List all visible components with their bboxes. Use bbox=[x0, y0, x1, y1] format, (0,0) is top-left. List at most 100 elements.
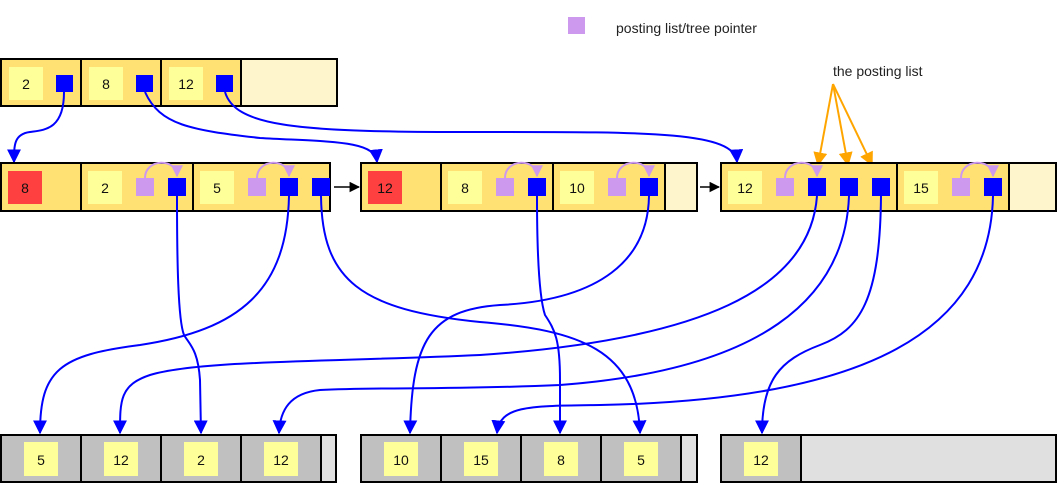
key-cell bbox=[88, 171, 122, 204]
tid-pointer bbox=[312, 178, 330, 196]
legend: posting list/tree pointer bbox=[568, 17, 757, 36]
root-entry: 12 bbox=[169, 67, 233, 100]
key-label: 12 bbox=[737, 180, 753, 196]
child-pointer bbox=[136, 75, 153, 92]
high-key-label: 12 bbox=[377, 180, 393, 196]
heap-page-1: 5 12 2 12 bbox=[0, 434, 337, 483]
key-label: 8 bbox=[102, 76, 110, 92]
key-label: 2 bbox=[101, 180, 109, 196]
posting-pointer bbox=[136, 178, 154, 196]
root-entry: 8 bbox=[89, 67, 153, 100]
tid-pointer bbox=[872, 178, 890, 196]
edge-to-heap-tuple bbox=[403, 195, 650, 435]
key-cell bbox=[200, 171, 234, 204]
key-label: 10 bbox=[569, 180, 585, 196]
high-key-cell bbox=[8, 171, 42, 204]
posting-link-arrow bbox=[784, 161, 823, 179]
posting-link-arrow bbox=[960, 161, 999, 179]
root-empty-slot bbox=[240, 58, 338, 107]
tuple-edges bbox=[33, 195, 994, 435]
key-cell bbox=[89, 67, 123, 100]
key-label: 2 bbox=[22, 76, 30, 92]
inner-node-2: 12 8 10 bbox=[360, 161, 698, 212]
heap-tuple-value: 5 bbox=[637, 452, 645, 468]
posting-link-arrow bbox=[256, 161, 295, 179]
annotation-arrow-1 bbox=[813, 83, 834, 167]
inner-node-3: 12 15 bbox=[720, 161, 1057, 212]
inner-node-1: 8 2 5 bbox=[0, 161, 331, 212]
annotation-label: the posting list bbox=[833, 63, 923, 79]
heap-empty-space bbox=[680, 434, 698, 483]
posting-pointer bbox=[248, 178, 266, 196]
edge-root-to-node-2 bbox=[144, 91, 383, 164]
root-entry: 2 bbox=[9, 67, 73, 100]
heap-tuple-value: 10 bbox=[393, 452, 409, 468]
heap-tuple bbox=[384, 442, 418, 476]
heap-tuple-value: 12 bbox=[113, 452, 129, 468]
tid-pointer bbox=[280, 178, 298, 196]
edge-root-to-node-1 bbox=[7, 91, 65, 164]
edge-to-heap-tuple bbox=[33, 195, 290, 435]
tid-pointer bbox=[984, 178, 1002, 196]
heap-tuple bbox=[104, 442, 138, 476]
heap-tuple bbox=[544, 442, 578, 476]
edge-to-heap-tuple bbox=[113, 195, 818, 435]
key-cell bbox=[728, 171, 762, 204]
heap-empty-space bbox=[320, 434, 337, 483]
heap-page-2: 10 15 8 5 bbox=[360, 434, 698, 483]
edge-to-heap-tuple bbox=[536, 195, 567, 435]
heap-tuple-value: 15 bbox=[473, 452, 489, 468]
posting-pointer bbox=[608, 178, 626, 196]
root-node: 2 8 12 bbox=[0, 58, 338, 107]
edge-to-heap-tuple bbox=[491, 195, 994, 435]
child-pointer bbox=[56, 75, 73, 92]
key-label: 12 bbox=[178, 76, 194, 92]
annotation-arrow-3 bbox=[832, 83, 873, 167]
edge-to-heap-tuple bbox=[755, 195, 882, 435]
tid-pointer bbox=[840, 178, 858, 196]
heap-tuple bbox=[24, 442, 58, 476]
posting-pointer bbox=[952, 178, 970, 196]
heap-tuple bbox=[264, 442, 298, 476]
edge-to-heap-tuple bbox=[176, 195, 208, 435]
heap-tuple-value: 2 bbox=[197, 452, 205, 468]
empty-slot bbox=[1008, 162, 1057, 212]
edge-to-heap-tuple bbox=[320, 195, 647, 435]
heap-tuple-value: 8 bbox=[557, 452, 565, 468]
tid-pointer bbox=[168, 178, 186, 196]
edge-to-heap-tuple bbox=[272, 195, 850, 435]
posting-link-arrow bbox=[144, 161, 183, 179]
key-cell bbox=[904, 171, 938, 204]
key-cell bbox=[448, 171, 482, 204]
heap-empty-space bbox=[800, 434, 1057, 483]
posting-list-annotation: the posting list bbox=[813, 63, 923, 167]
heap-tuple-value: 12 bbox=[273, 452, 289, 468]
key-cell bbox=[9, 67, 43, 100]
posting-pointer bbox=[776, 178, 794, 196]
posting-link-arrow bbox=[504, 161, 543, 179]
key-label: 5 bbox=[213, 180, 221, 196]
heap-page-3: 12 bbox=[720, 434, 1057, 483]
heap-tuple bbox=[744, 442, 778, 476]
heap-tuple bbox=[464, 442, 498, 476]
key-cell bbox=[560, 171, 594, 204]
annotation-arrow-2 bbox=[832, 83, 853, 167]
heap-tuple-value: 5 bbox=[37, 452, 45, 468]
posting-link-arrow bbox=[616, 161, 655, 179]
key-label: 8 bbox=[461, 180, 469, 196]
heap-tuple bbox=[184, 442, 218, 476]
high-key-cell bbox=[368, 171, 402, 204]
legend-swatch bbox=[568, 17, 585, 34]
legend-label: posting list/tree pointer bbox=[616, 20, 757, 36]
heap-tuple bbox=[624, 442, 658, 476]
key-cell bbox=[169, 67, 203, 100]
key-label: 15 bbox=[913, 180, 929, 196]
root-edges bbox=[7, 91, 744, 164]
posting-pointer bbox=[496, 178, 514, 196]
empty-slot bbox=[664, 162, 698, 212]
tid-pointer bbox=[808, 178, 826, 196]
high-key-label: 8 bbox=[21, 180, 29, 196]
tid-pointer bbox=[640, 178, 658, 196]
heap-tuple-value: 12 bbox=[753, 452, 769, 468]
